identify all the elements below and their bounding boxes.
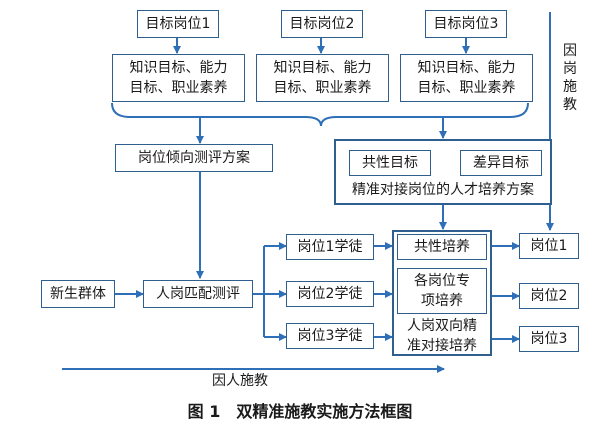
goal-box-2: 知识目标、能力 目标、职业素养: [256, 54, 389, 102]
goal-box-3-line2: 目标、职业素养: [417, 80, 516, 96]
goal-box-1: 知识目标、能力 目标、职业素养: [112, 54, 245, 102]
target-position-3: 目标岗位3: [425, 10, 507, 38]
target-position-2: 目标岗位2: [281, 10, 363, 38]
new-students-box: 新生群体: [41, 280, 115, 308]
target-position-1: 目标岗位1: [137, 10, 219, 38]
apprentice-box-1: 岗位1学徒: [286, 234, 374, 260]
apprentice-box-3: 岗位3学徒: [286, 323, 374, 349]
assessment-plan-box: 岗位倾向测评方案: [115, 144, 273, 172]
training-specialized-line1: 各岗位专: [414, 273, 470, 289]
goal-box-2-line2: 目标、职业素养: [273, 80, 372, 96]
goals-brace: [111, 102, 529, 127]
figure-caption: 图 1 双精准施教实施方法框图: [187, 402, 413, 421]
position-box-3: 岗位3: [519, 326, 579, 352]
position-box-2: 岗位2: [519, 283, 579, 309]
teach-by-position-label: 因岗施教: [563, 43, 577, 113]
training-common-line1: 共性培养: [414, 239, 470, 255]
matching-assessment-box: 人岗匹配测评: [143, 280, 253, 308]
common-goal-box: 共性目标: [349, 150, 431, 176]
position-box-1: 岗位1: [519, 233, 579, 259]
goal-box-2-line1: 知识目标、能力: [273, 60, 372, 76]
training-docking-line2: 准对接培养: [407, 338, 477, 354]
teach-by-person-label: 因人施教: [212, 373, 268, 389]
training-specialized-line2: 项培养: [421, 293, 463, 309]
apprentice-box-2: 岗位2学徒: [286, 281, 374, 307]
training-box-specialized: 各岗位专 项培养: [397, 268, 487, 314]
training-docking-text: 人岗双向精 准对接培养: [395, 316, 489, 356]
goal-box-3-line1: 知识目标、能力: [417, 60, 516, 76]
goal-box-3: 知识目标、能力 目标、职业素养: [400, 54, 533, 102]
training-docking-line1: 人岗双向精: [407, 318, 477, 334]
goal-box-1-line1: 知识目标、能力: [129, 60, 228, 76]
difference-goal-box: 差异目标: [460, 150, 542, 176]
training-box-common: 共性培养: [397, 234, 487, 260]
goal-box-1-line2: 目标、职业素养: [129, 80, 228, 96]
training-plan-label: 精准对接岗位的人才培养方案: [352, 182, 534, 198]
